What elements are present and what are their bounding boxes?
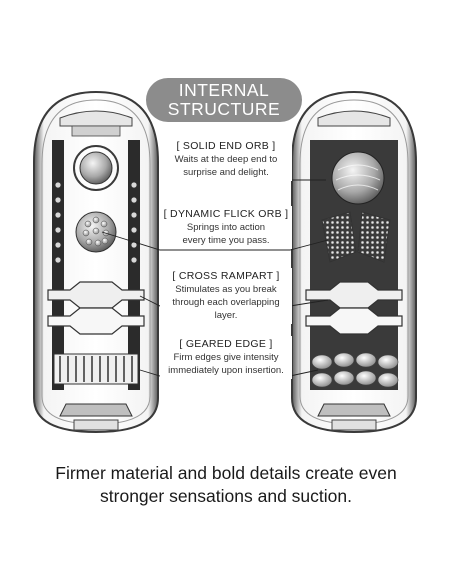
callout-desc-line: Firm edges give intensity [173,352,279,363]
badge-line1: INTERNAL [178,80,270,100]
badge-line2: STRUCTURE [167,99,281,119]
callout-desc: Stimulates as you break through each ove… [160,283,292,322]
callout-cross-rampart: [ CROSS RAMPART ] Stimulates as you brea… [160,268,292,324]
callout-desc: Waits at the deep end to surprise and de… [160,153,292,179]
callout-desc-line: Stimulates as you break [175,284,277,295]
callout-title: [ CROSS RAMPART ] [172,270,280,282]
callout-desc: Firm edges give intensity immediately up… [160,351,292,377]
caption-line1: Firmer material and bold details create … [55,463,397,483]
callout-desc-line: immediately upon insertion. [168,365,284,376]
right-cutaway [291,90,417,434]
callout-desc: Springs into action every time you pass. [160,221,292,247]
callout-dynamic-flick-orb: [ DYNAMIC FLICK ORB ] Springs into actio… [160,206,292,249]
internal-structure-badge: INTERNAL STRUCTURE [146,78,302,122]
bottom-caption: Firmer material and bold details create … [0,462,452,508]
callout-desc-line: surprise and delight. [183,167,269,178]
callout-desc-line: Springs into action [186,222,266,233]
callout-desc-line: Waits at the deep end to [174,154,278,165]
callout-title: [ DYNAMIC FLICK ORB ] [163,208,289,220]
callout-solid-end-orb: [ SOLID END ORB ] Waits at the deep end … [160,138,292,181]
leader-dynamic-flick-orb [101,231,329,251]
callout-title: [ GEARED EDGE ] [179,338,273,350]
callout-desc-line: through each overlapping layer. [172,297,280,321]
left-cutaway [33,90,159,434]
callout-title: [ SOLID END ORB ] [176,140,276,152]
callout-desc-line: every time you pass. [182,235,270,246]
callout-geared-edge: [ GEARED EDGE ] Firm edges give intensit… [160,336,292,379]
caption-line2: stronger sensations and suction. [100,486,352,506]
